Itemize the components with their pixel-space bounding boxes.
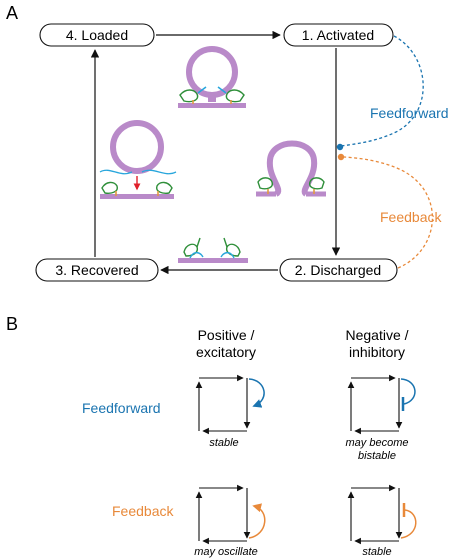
outcome-ff-negative-line2: bistable bbox=[358, 450, 396, 462]
mini-cycle-feedback-positive bbox=[195, 484, 266, 545]
snare-disassembly-illustration bbox=[178, 237, 248, 263]
outcome-ff-positive: stable bbox=[209, 437, 238, 449]
feedforward-curve bbox=[340, 35, 424, 147]
feedforward-label: Feedforward bbox=[370, 105, 449, 121]
column-positive-line1: Positive / bbox=[198, 327, 255, 343]
state-activated: 1. Activated bbox=[283, 23, 394, 47]
outcome-ff-negative-line1: may become bbox=[346, 437, 409, 449]
mini-cycle-feedforward-negative bbox=[347, 374, 416, 435]
panel-a-letter: A bbox=[6, 3, 18, 23]
mini-cycle-feedforward-positive bbox=[195, 374, 265, 435]
panel-b-letter: B bbox=[6, 314, 18, 334]
state-discharged-label: 2. Discharged bbox=[295, 262, 381, 278]
vesicle-priming-illustration bbox=[99, 120, 177, 199]
outcome-fb-negative: stable bbox=[362, 546, 391, 558]
state-loaded-label: 4. Loaded bbox=[66, 27, 128, 43]
column-negative-line1: Negative / bbox=[345, 327, 408, 343]
vesicle-fusing-illustration bbox=[256, 140, 326, 197]
vesicle-docked-illustration bbox=[178, 46, 246, 108]
column-negative-line2: inhibitory bbox=[349, 344, 405, 360]
feedback-curve bbox=[343, 156, 434, 269]
state-recovered-label: 3. Recovered bbox=[55, 262, 138, 278]
mini-cycle-feedback-negative bbox=[347, 484, 417, 545]
state-discharged: 2. Discharged bbox=[279, 258, 398, 282]
row-feedback-label: Feedback bbox=[112, 503, 174, 519]
feedback-label: Feedback bbox=[380, 209, 442, 225]
outcome-fb-positive: may oscillate bbox=[194, 546, 258, 558]
state-recovered: 3. Recovered bbox=[35, 258, 159, 282]
state-activated-label: 1. Activated bbox=[302, 27, 374, 43]
state-loaded: 4. Loaded bbox=[39, 23, 155, 47]
feedforward-node bbox=[336, 143, 344, 151]
row-feedforward-label: Feedforward bbox=[82, 400, 161, 416]
feedback-node bbox=[337, 153, 345, 161]
column-positive-line2: excitatory bbox=[196, 344, 256, 360]
